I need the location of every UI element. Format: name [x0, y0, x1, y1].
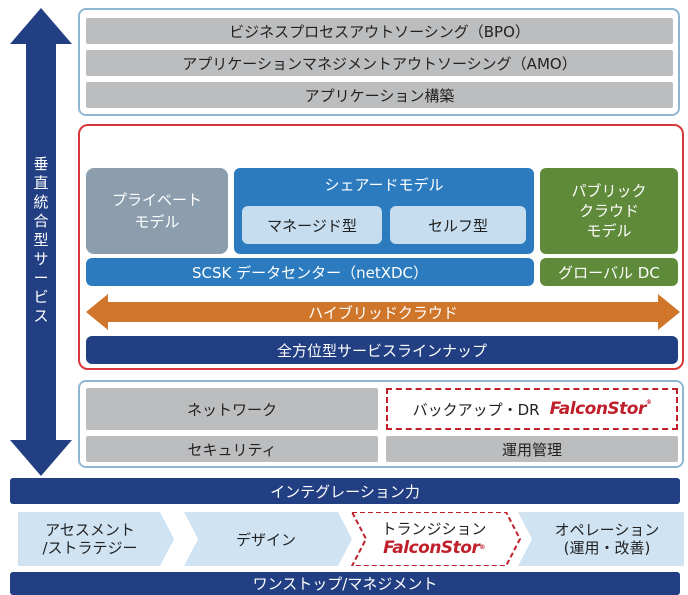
- backup-dr-label: バックアップ・DR: [412, 400, 540, 419]
- global-dc-bar: グローバル DC: [540, 258, 678, 286]
- service-lineup-bar: 全方位型サービスラインナップ: [86, 336, 678, 364]
- step-design: デザイン: [235, 530, 296, 549]
- process-chevrons: [18, 512, 684, 566]
- step-transition-label: トランジション: [381, 520, 487, 538]
- security-box: セキュリティ: [86, 436, 378, 462]
- hybrid-cloud-label: ハイブリッドクラウド: [308, 303, 458, 322]
- onestop-management-bar: ワンストップ/マネジメント: [10, 572, 680, 595]
- amo-bar: アプリケーションマネジメントアウトソーシング（AMO）: [86, 50, 673, 76]
- shared-model-label: シェアードモデル: [324, 175, 444, 194]
- falconstor-logo-transition: FalconStor®: [383, 538, 485, 558]
- operation-chevron: [518, 512, 684, 566]
- app-build-bar: アプリケーション構築: [86, 82, 673, 108]
- vertical-label-char: 合: [33, 211, 49, 230]
- vertical-integration-label: 垂直統合型サービス: [24, 150, 58, 330]
- bpo-bar: ビジネスプロセスアウトソーシング（BPO）: [86, 18, 673, 44]
- vertical-label-char: ビ: [33, 287, 49, 306]
- design-chevron: [184, 512, 352, 566]
- vertical-label-char: 垂: [33, 154, 49, 173]
- operations-box: 運用管理: [386, 436, 678, 462]
- private-model-box: プライベート モデル: [86, 168, 228, 254]
- integration-bar: インテグレーション力: [10, 478, 680, 504]
- hybrid-cloud-arrow: [86, 294, 680, 330]
- vertical-label-char: 統: [33, 192, 49, 211]
- vertical-label-char: ス: [33, 306, 49, 325]
- falconstor-logo: FalconStor®: [549, 399, 652, 419]
- public-cloud-model-box: パブリック クラウド モデル: [540, 168, 678, 254]
- step-operation: オペレーション (運用・改善): [554, 521, 660, 557]
- transition-chevron: [350, 512, 522, 566]
- vertical-label-char: サ: [33, 249, 49, 268]
- backup-dr-box: バックアップ・DR FalconStor®: [386, 388, 678, 430]
- assessment-chevron: [18, 512, 174, 566]
- vertical-label-char: 直: [33, 173, 49, 192]
- self-type-box: セルフ型: [390, 206, 526, 244]
- step-transition: トランジション FalconStor®: [364, 514, 504, 564]
- step-assessment: アセスメント /ストラテジー: [42, 521, 138, 557]
- managed-type-box: マネージド型: [242, 206, 382, 244]
- network-box: ネットワーク: [86, 388, 378, 430]
- vertical-integration-arrow: [10, 8, 72, 476]
- scsk-datacenter-bar: SCSK データセンター（netXDC）: [86, 258, 534, 286]
- vertical-label-char: ー: [33, 268, 49, 287]
- vertical-label-char: 型: [33, 230, 49, 249]
